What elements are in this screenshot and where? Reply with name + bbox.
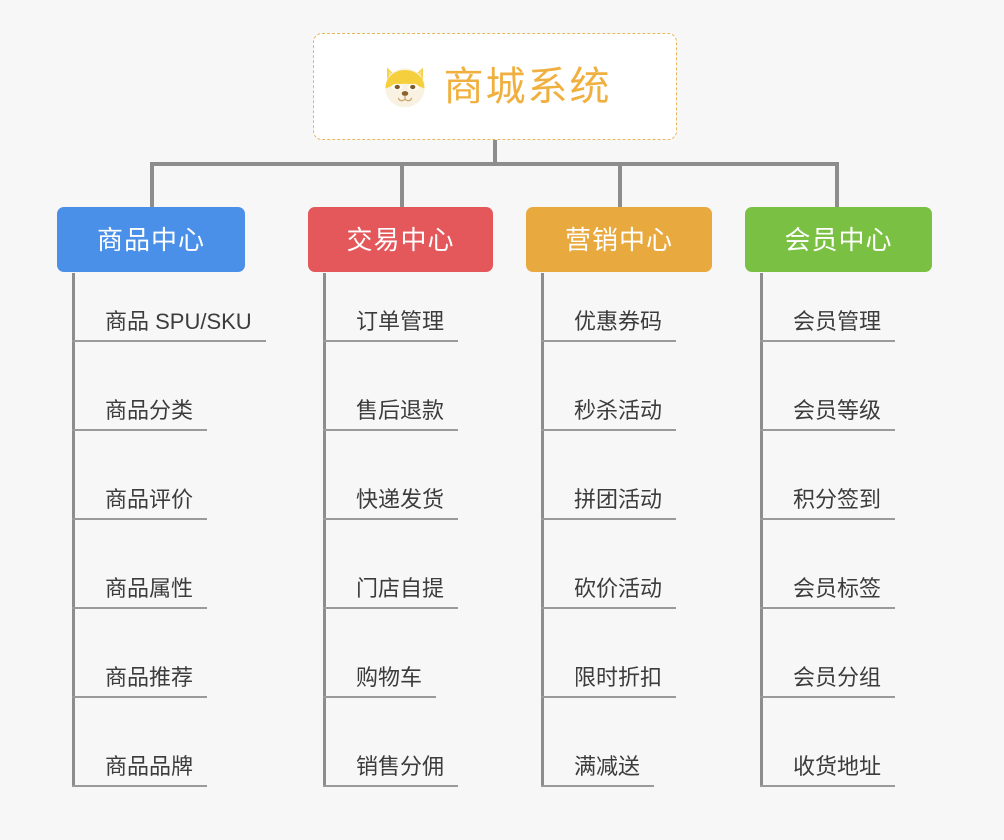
leaf-label: 订单管理 [356,308,445,334]
leaf-label: 限时折扣 [574,664,663,690]
shiba-dog-icon [385,67,424,107]
leaf-label: 收货地址 [793,753,882,779]
leaf-label: 秒杀活动 [574,397,663,423]
leaf-label: 售后退款 [356,397,445,423]
leaf-label: 会员等级 [793,397,882,423]
leaf-label: 砍价活动 [574,575,663,601]
leaf-label: 满减送 [574,753,641,779]
connector-drop-column-2 [400,162,404,209]
root-node[interactable]: 商城系统 [313,33,677,140]
category-label-1: 商品中心 [96,224,205,255]
connector-horizontal-bus [150,162,838,166]
category-box-4[interactable]: 会员中心 [745,207,932,272]
leaf-label: 会员标签 [793,575,882,601]
leaf-label: 会员管理 [793,308,882,334]
leaf-label: 门店自提 [356,575,445,601]
category-label-2: 交易中心 [346,224,455,255]
column-trunk-1 [72,273,75,786]
leaf-label: 销售分佣 [356,753,445,779]
category-box-3[interactable]: 营销中心 [526,207,712,272]
connector-drop-column-1 [150,162,154,209]
column-trunk-2 [323,273,326,786]
leaf-label: 会员分组 [793,664,882,690]
category-label-4: 会员中心 [784,224,893,255]
connector-drop-column-4 [835,162,839,209]
category-box-1[interactable]: 商品中心 [57,207,245,272]
leaf-label: 积分签到 [793,486,882,512]
category-box-2[interactable]: 交易中心 [308,207,493,272]
leaf-label: 商品分类 [105,397,194,423]
column-trunk-4 [760,273,763,786]
root-title: 商城系统 [443,64,612,109]
connector-root-stem [493,140,497,164]
category-label-3: 营销中心 [564,224,673,255]
leaf-label: 商品评价 [105,486,194,512]
leaf-label: 商品属性 [105,575,194,601]
leaf-label: 商品品牌 [105,753,194,779]
column-trunk-3 [541,273,544,786]
leaf-label: 商品 SPU/SKU [105,308,252,334]
leaf-label: 购物车 [356,664,423,690]
leaf-label: 优惠券码 [574,308,663,334]
connector-drop-column-3 [618,162,622,209]
leaf-label: 商品推荐 [105,664,194,690]
leaf-label: 拼团活动 [574,486,663,512]
leaf-label: 快递发货 [356,486,445,512]
